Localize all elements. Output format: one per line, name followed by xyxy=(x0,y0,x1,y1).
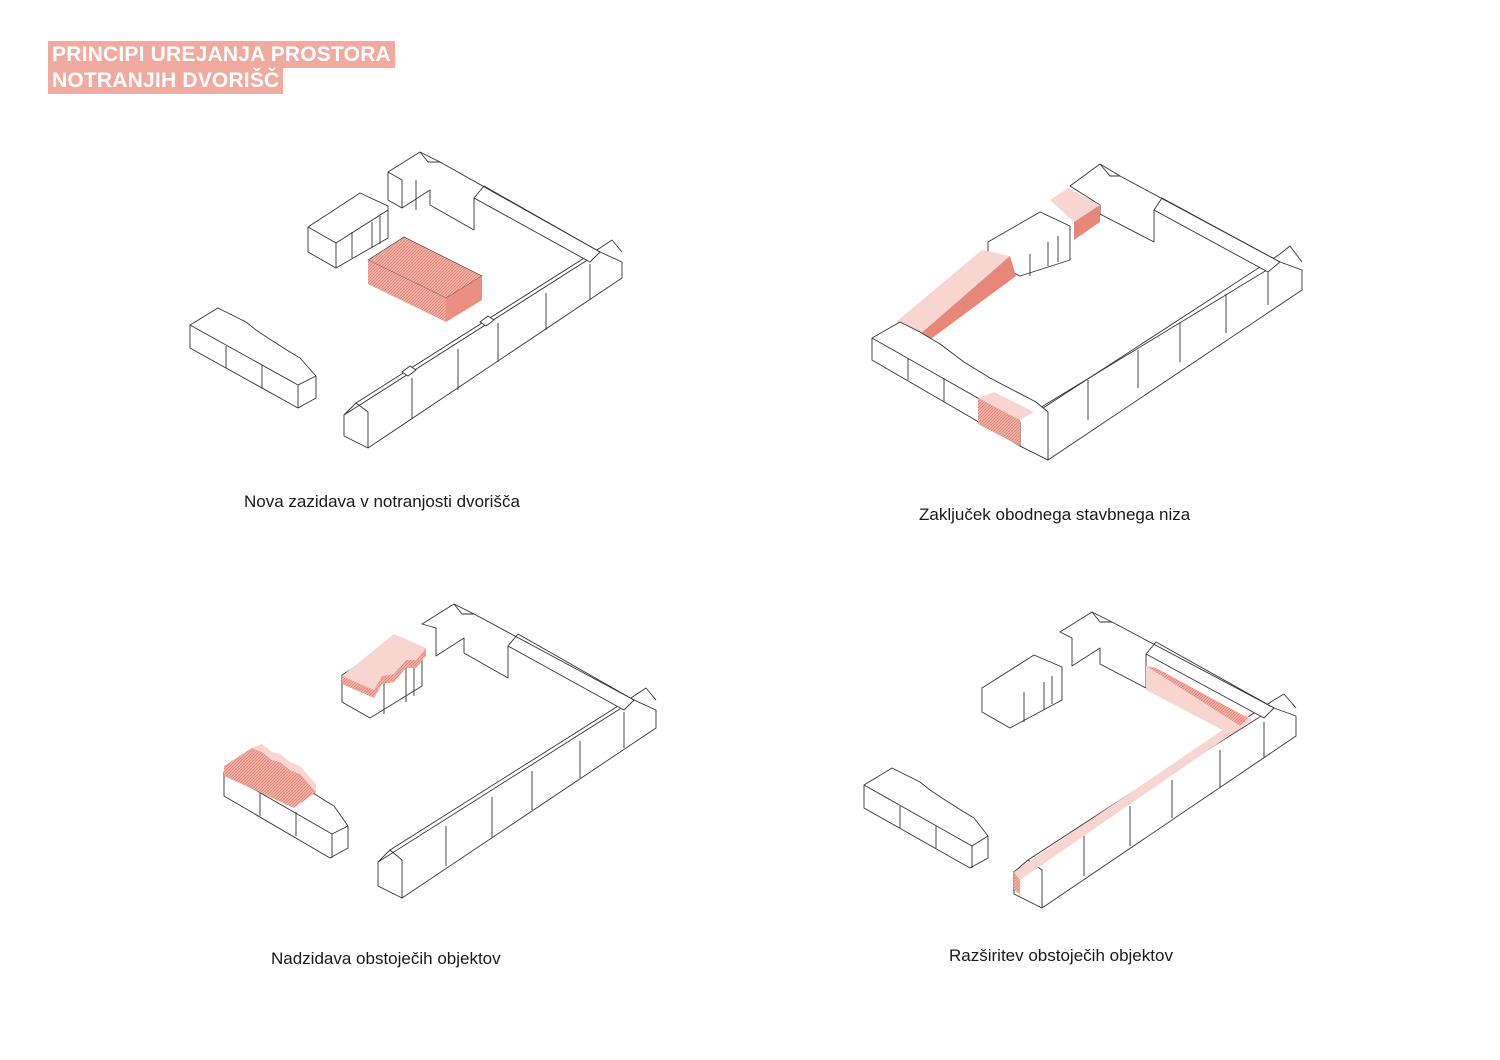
panel-4-west-block-lower xyxy=(863,767,989,869)
panel-3-diagram xyxy=(223,603,657,899)
panel-1-new-building xyxy=(367,236,483,322)
panel-4-north-block xyxy=(1059,611,1275,734)
panel-2-infill-south xyxy=(978,392,1034,446)
panel-3-east-block xyxy=(377,687,657,899)
panel-1-west-block-lower xyxy=(189,307,317,409)
panel-4-diagram xyxy=(863,611,1297,909)
panel-3-north-block xyxy=(421,603,635,711)
panel-2-infill-north xyxy=(1050,188,1100,240)
panel-1-west-block-upper xyxy=(307,192,389,269)
panel-1-north-block xyxy=(387,151,601,263)
panel-2-caption: Zaključek obodnega stavbnega niza xyxy=(919,505,1191,524)
panel-2-east-block xyxy=(1019,245,1303,461)
title-line-2: NOTRANJIH DVORIŠČ xyxy=(48,67,284,94)
title-block: PRINCIPI UREJANJA PROSTORA NOTRANJIH DVO… xyxy=(48,41,395,94)
panel-4-west-block-upper xyxy=(981,654,1063,729)
panel-4-east-block xyxy=(1013,693,1297,909)
panel-2-south-block xyxy=(871,321,1049,461)
panel-1-diagram xyxy=(189,151,623,449)
panel-3-caption: Nadzidava obstoječih objektov xyxy=(271,949,501,968)
panel-4-caption: Razširitev obstoječih objektov xyxy=(949,946,1173,965)
panel-1-caption: Nova zazidava v notranjosti dvorišča xyxy=(244,492,520,511)
panel-2-north-block xyxy=(1069,163,1281,273)
panel-2-diagram xyxy=(871,163,1303,461)
panel-3-west-block-lower xyxy=(223,744,349,859)
title-line-1: PRINCIPI UREJANJA PROSTORA xyxy=(48,41,395,68)
panel-1-east-block xyxy=(343,239,623,449)
panel-3-west-block-upper xyxy=(341,634,426,719)
panel-2-infill-west xyxy=(896,250,1016,344)
